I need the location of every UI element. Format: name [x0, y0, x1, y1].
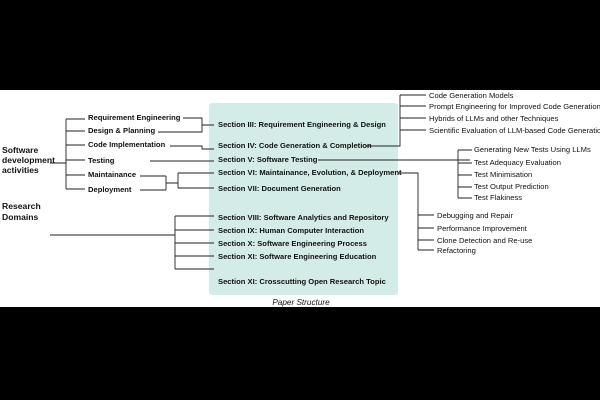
testing-topic-item: Test Adequacy Evaluation — [474, 158, 561, 167]
section-iii: Section III: Requirement Engineering & D… — [218, 120, 386, 129]
testing-topics-connector — [318, 149, 472, 199]
section-x: Section X: Software Engineering Process — [218, 239, 367, 248]
maintenance-topic-item: Performance Improvement — [437, 224, 528, 233]
maintenance-topic-item: Debugging and Repair — [437, 211, 513, 220]
activity-maintainance: Maintainance — [88, 170, 136, 179]
section-viii: Section VIII: Software Analytics and Rep… — [218, 213, 389, 222]
code-topics-connector — [366, 94, 426, 147]
section-ix: Section IX: Human Computer Interaction — [218, 226, 364, 235]
research-bracket — [50, 215, 214, 270]
maint-deploy-connector — [140, 172, 214, 191]
testing-topic-item: Test Output Prediction — [474, 182, 549, 191]
testing-topic-item: Test Minimisation — [474, 170, 532, 179]
activity-testing: Testing — [88, 156, 115, 165]
req-design-connector — [158, 117, 214, 133]
activity-requirement-engineering: Requirement Engineering — [88, 113, 181, 122]
section-vii: Section VII: Document Generation — [218, 184, 341, 193]
figure-caption: Paper Structure — [272, 298, 330, 307]
code-topic-item: Scientific Evaluation of LLM-based Code … — [429, 126, 600, 135]
testing-topic-item: Test Flakiness — [474, 193, 522, 202]
activity-design-planning: Design & Planning — [88, 126, 155, 135]
testing-topic-item: Generating New Tests Using LLMs — [474, 145, 591, 154]
activity-code-implementation: Code Implementation — [88, 140, 166, 149]
code-topic-item: Prompt Engineering for Improved Code Gen… — [429, 102, 600, 111]
software-bracket — [50, 118, 85, 190]
section-xi-crosscutting: Section XI: Crosscutting Open Research T… — [218, 277, 386, 286]
code-topic-item: Hybrids of LLMs and other Techniques — [429, 114, 559, 123]
section-iv: Section IV: Code Generation & Completion — [218, 141, 372, 150]
code-topic-item: Code Generation Models — [429, 91, 514, 100]
maintenance-topic-item: Clone Detection and Re-use — [437, 236, 532, 245]
code-connector — [170, 145, 214, 150]
domain-research-label: Research Domains — [2, 201, 43, 222]
section-v: Section V: Software Testing — [218, 155, 318, 164]
maintenance-topics-connector — [398, 172, 434, 251]
sections-panel — [209, 103, 398, 295]
paper-structure-figure: Software development activities Research… — [0, 90, 600, 307]
section-vi: Section VI: Maintainance, Evolution, & D… — [218, 168, 402, 177]
activity-deployment: Deployment — [88, 185, 132, 194]
diagram-svg: Software development activities Research… — [2, 91, 600, 307]
section-xi: Section XI: Software Engineering Educati… — [218, 252, 377, 261]
domain-software-label: Software development activities — [2, 145, 57, 175]
maintenance-topic-item: Refactoring — [437, 246, 476, 255]
